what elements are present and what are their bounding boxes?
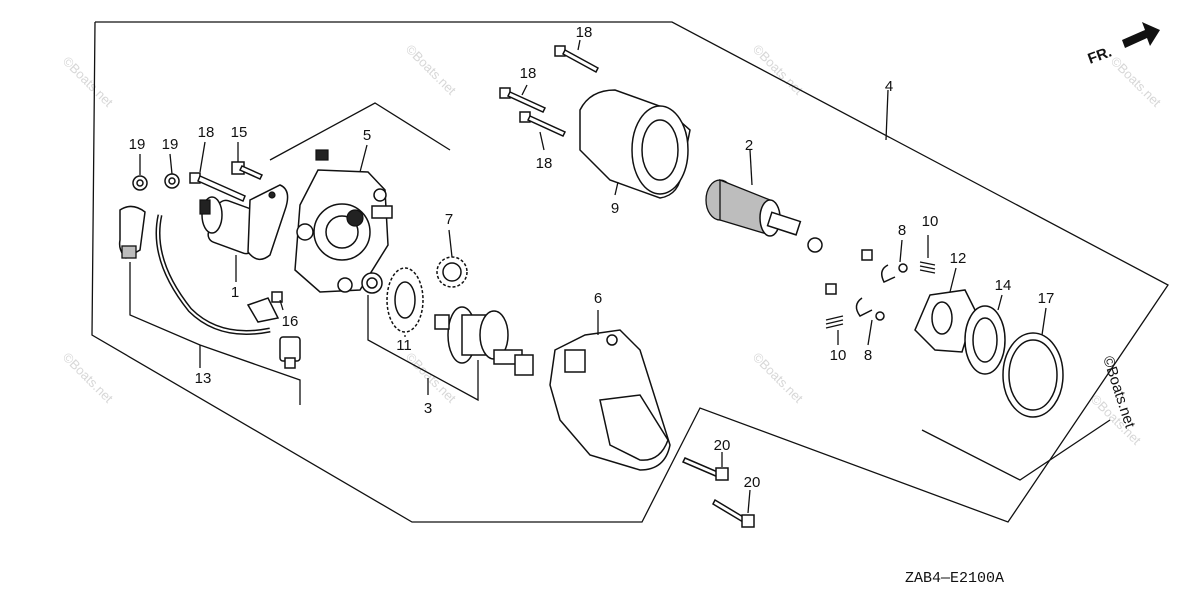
gears-part [361,256,534,376]
drawing-code: ZAB4—E2100A [905,570,1004,587]
watermark: ©Boats.net [60,350,116,406]
assembly-outline [91,21,1169,523]
callout-8: 8 [864,347,872,364]
callout-9: 9 [611,200,619,217]
solenoid-part [199,184,289,261]
callout-14: 14 [995,277,1012,294]
callout-20: 20 [714,437,731,454]
callout-6: 6 [594,290,602,307]
yoke-part [579,89,691,199]
front-cover-part [294,149,393,293]
callout-1: 1 [231,284,239,301]
assembly-outline-inner [269,102,451,161]
callout-3: 3 [424,400,432,417]
through-bolts [499,45,755,528]
assembly-outline-lower [921,419,1111,481]
watermark: ©Boats.net [750,350,806,406]
springs-and-clips [825,249,936,329]
watermark: ©Boats.net [60,54,116,110]
armature-part [705,179,823,253]
watermark: ©Boats.net [1108,54,1164,110]
rear-housing-part [549,329,671,471]
brush-holder-part [914,289,1064,418]
callout-5: 5 [363,127,371,144]
callout-10: 10 [830,347,847,364]
callouts: 19 19 18 15 5 1 16 13 7 11 3 6 18 18 18 … [129,24,1055,491]
callout-11: 11 [396,337,412,354]
watermark: ©Boats.net [750,42,806,98]
callout-7: 7 [445,211,453,228]
callout-8: 8 [898,222,906,239]
callout-17: 17 [1038,290,1055,307]
callout-15: 15 [231,124,248,141]
callout-19: 19 [129,136,146,153]
callout-18: 18 [520,65,537,82]
nuts-and-bolts-left [132,161,283,303]
callout-2: 2 [745,137,753,154]
cable-part [118,205,301,369]
watermark: ©Boats.net [403,42,459,98]
callout-20: 20 [744,474,761,491]
callout-18: 18 [198,124,215,141]
callout-19: 19 [162,136,179,153]
callout-12: 12 [950,250,967,267]
callout-16: 16 [282,313,299,330]
callout-13: 13 [195,370,212,387]
callout-18: 18 [536,155,553,172]
leader-lines [129,39,1047,514]
callout-10: 10 [922,213,939,230]
watermark: ©Boats.net [403,350,459,406]
callout-18: 18 [576,24,593,41]
callout-4: 4 [885,78,893,95]
